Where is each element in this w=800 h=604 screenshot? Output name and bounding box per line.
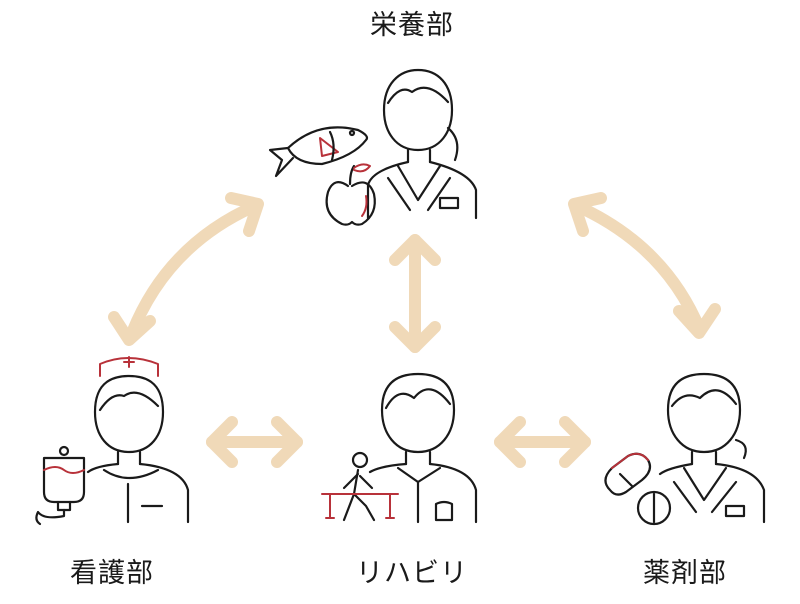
fish-icon [268,126,369,178]
rehab-label: リハビリ [356,558,468,589]
arrow-nutrition-nursing [108,192,264,346]
arrow-nutrition-pharmacy [568,192,721,339]
pharmacy-label: 薬剤部 [643,558,727,589]
dietitian-figure-icon [366,68,478,220]
arrow-nutrition-rehab [389,234,441,353]
apple-icon [325,163,376,226]
walking-patient-icon [321,451,399,522]
nurse-figure-icon [86,356,190,524]
pills-icon [604,452,672,526]
arrow-nursing-rehab [206,416,303,468]
arrow-rehab-pharmacy [494,416,591,468]
nursing-label: 看護部 [70,558,154,589]
iv-drip-icon [35,445,86,526]
therapist-figure-icon [368,372,478,524]
pharmacist-figure-icon [658,372,766,524]
nutrition-label: 栄養部 [370,10,454,41]
